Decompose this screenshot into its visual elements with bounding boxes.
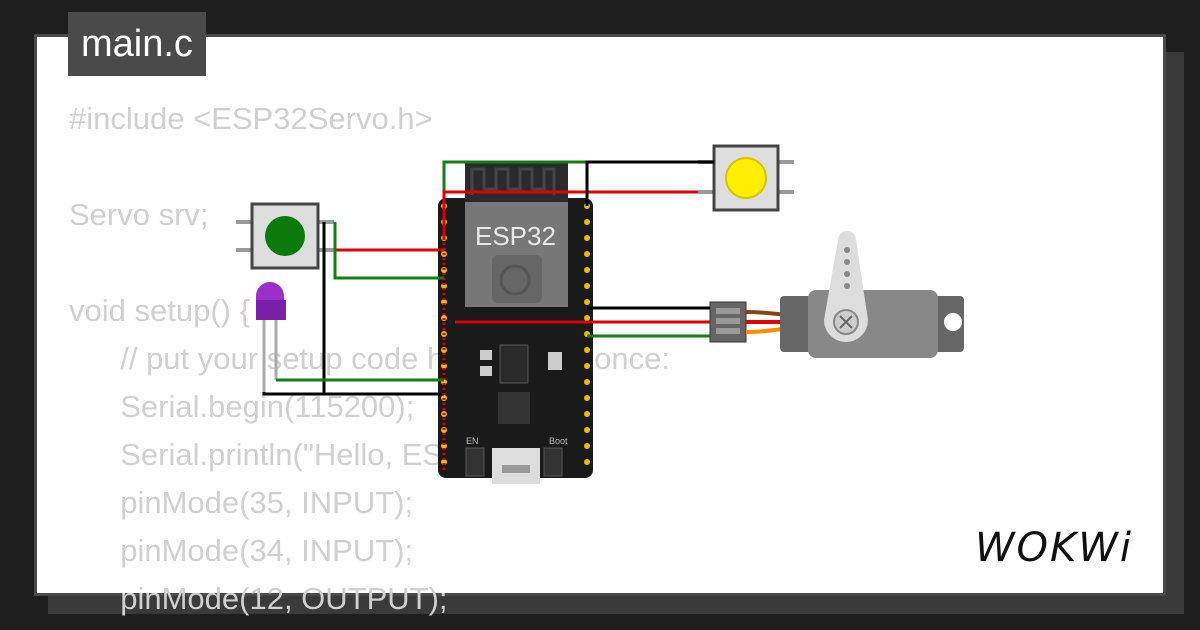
code-line: #include <ESP32Servo.h> <box>69 101 433 136</box>
boot-label: Boot <box>549 436 568 446</box>
black-wire <box>585 160 714 206</box>
file-tab[interactable]: main.c <box>68 12 206 76</box>
servo-icon[interactable] <box>709 231 964 358</box>
code-line: pinMode(34, INPUT); <box>103 533 414 568</box>
green-button-icon[interactable] <box>236 202 334 270</box>
board-label: ESP32 <box>475 221 556 251</box>
led-icon[interactable] <box>256 282 286 392</box>
yellow-button-icon[interactable] <box>698 144 794 212</box>
wires <box>262 160 714 470</box>
code-line: void setup() { <box>69 293 250 328</box>
code-line: Servo srv; <box>69 197 209 232</box>
wokwi-logo: WOKWi <box>975 525 1133 571</box>
en-label: EN <box>466 436 479 446</box>
black-wire <box>262 392 324 396</box>
red-wire <box>442 190 698 238</box>
esp32-board-icon[interactable]: ESP32 EN Boot <box>438 162 593 484</box>
black-wire <box>322 222 444 396</box>
green-wire <box>333 222 444 280</box>
code-line: pinMode(12, OUTPUT); <box>103 581 448 616</box>
code-line: pinMode(35, INPUT); <box>103 485 414 520</box>
preview-card: #include <ESP32Servo.h> Servo srv; void … <box>34 34 1166 616</box>
